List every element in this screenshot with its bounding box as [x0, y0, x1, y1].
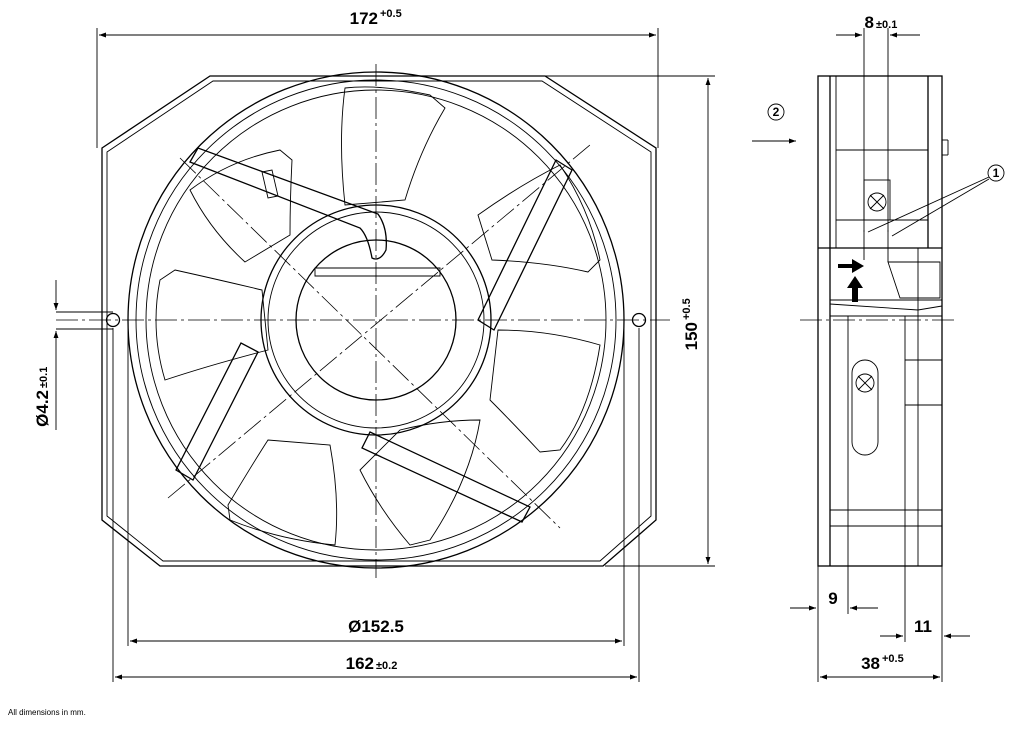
dim-height: 150 +0.5 [545, 75, 715, 567]
dim-side-depth-tol: +0.5 [882, 653, 904, 665]
fan-blade [489, 329, 601, 453]
dim-circle-value: Ø152.5 [348, 617, 404, 636]
side-view [800, 75, 958, 567]
fan-blade [477, 164, 601, 273]
dim-side-small-value: 8 [865, 13, 874, 32]
dim-top-width-tol: +0.5 [380, 8, 402, 20]
front-view [56, 64, 670, 578]
dim-bottom-width: 162 ±0.2 [112, 328, 640, 682]
dim-bottom-width-tol: ±0.2 [376, 660, 397, 672]
footnote: All dimensions in mm. [8, 708, 86, 717]
dim-circle: Ø152.5 [127, 320, 625, 646]
rotation-arrow [847, 276, 863, 302]
fan-blade [359, 419, 481, 546]
fan-blade [155, 269, 269, 381]
fan-blade [227, 439, 338, 546]
fan-blades [155, 86, 601, 546]
callout-1-label: 1 [993, 166, 1000, 180]
dim-height-tol: +0.5 [681, 298, 693, 320]
dim-side-small: 8 ±0.1 [836, 13, 920, 232]
dim-bottom-width-value: 162 [346, 654, 374, 673]
dim-side-depth: 38 +0.5 [820, 653, 940, 680]
callout-2-label: 2 [773, 105, 780, 119]
callout-2: 2 [752, 103, 796, 144]
dim-side-11-value: 11 [914, 617, 932, 636]
dim-top-width: 172 +0.5 [96, 8, 659, 148]
airflow-arrow [838, 259, 864, 273]
hub-label-plate [314, 267, 441, 277]
fan-blade [189, 149, 293, 263]
dim-top-width-value: 172 [350, 9, 378, 28]
fan-blade [341, 86, 446, 206]
dim-side-depth-value: 38 [861, 654, 880, 673]
dim-side-11: 11 [880, 530, 970, 682]
dim-hole-tol: ±0.1 [38, 367, 50, 388]
dim-side-9-value: 9 [828, 589, 837, 608]
mounting-hole-left [56, 311, 121, 330]
dim-hole-value: Ø4.2 [33, 390, 52, 427]
dim-height-value: 150 [682, 322, 701, 350]
housing-inner-outline [106, 80, 652, 562]
dim-side-small-tol: ±0.1 [876, 19, 897, 31]
dim-side-9: 9 [790, 530, 878, 682]
dim-hole: Ø4.2 ±0.1 [33, 280, 59, 430]
housing-outline [101, 75, 657, 567]
frame-struts [175, 147, 573, 523]
